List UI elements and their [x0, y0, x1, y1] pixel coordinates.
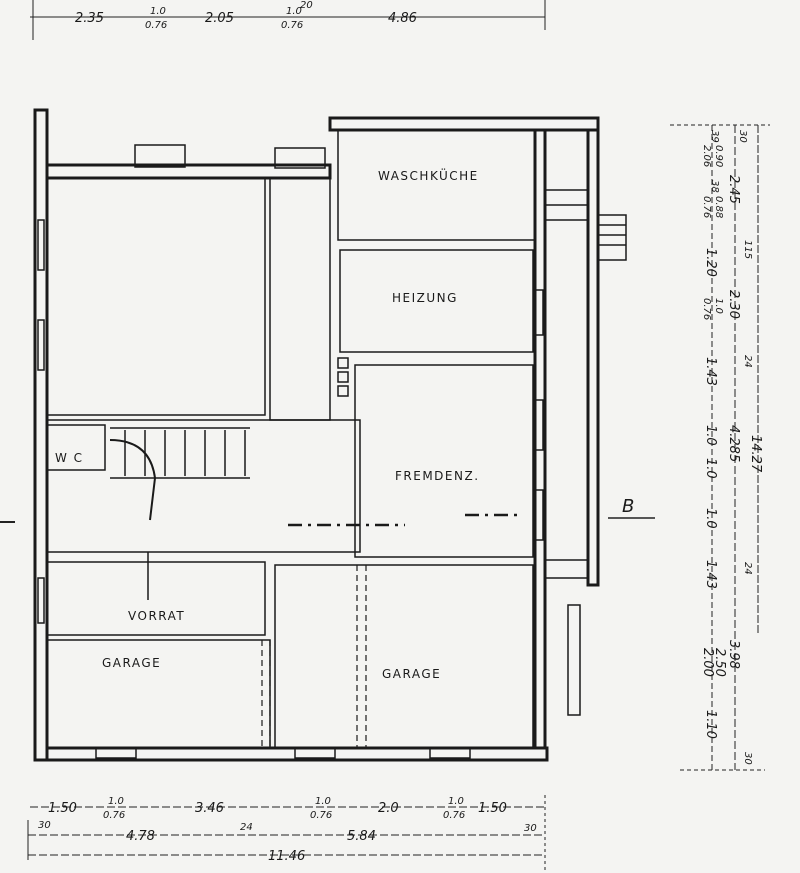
dimension-label: 0.88: [713, 196, 724, 218]
dimension-label: 38: [709, 180, 720, 193]
dimension-label: 2.00: [700, 648, 715, 677]
dimension-label: 30: [524, 823, 537, 834]
dimension-label: 14.27: [748, 435, 763, 473]
dimension-label: 0.90: [713, 145, 724, 167]
room-label-waschkueche: WASCHKÜCHE: [378, 167, 479, 183]
dimension-label: 0.76: [145, 20, 167, 31]
dimension-label: 24: [742, 562, 753, 575]
dimension-label: 1.0: [448, 796, 464, 807]
room-label-garage-left: GARAGE: [102, 656, 161, 670]
bottom-dimensions: 1.50 1.0 0.76 3.46 1.0 0.76 2.0 1.0 0.76…: [38, 796, 537, 864]
dimension-label: 115: [742, 240, 753, 259]
room-label-vorrat: VORRAT: [128, 609, 185, 623]
dimension-label: 1.50: [48, 801, 77, 816]
section-marker: B: [622, 496, 634, 517]
dimension-label: 11.46: [268, 849, 305, 864]
dimension-label: 24: [742, 355, 753, 368]
garage-door-lines: [147, 513, 520, 748]
dimension-label: 0.76: [443, 810, 465, 821]
dimension-label: 1.43: [703, 357, 718, 386]
dimension-label: 4.86: [388, 11, 417, 26]
dimension-label: 0.76: [103, 810, 125, 821]
right-dimensions: 39 0.90 2.06 38 0.88 0.76 1.20 1.0 0.76 …: [700, 130, 763, 765]
dimension-label: 2.30: [726, 290, 741, 319]
dimension-label: 0.76: [701, 298, 712, 320]
room-label-garage-right: GARAGE: [382, 667, 441, 681]
dimension-label: 2.45: [726, 175, 741, 204]
dimension-label: 2.06: [701, 145, 712, 167]
dimension-label: 1.10: [703, 710, 718, 739]
dimension-label: 30: [737, 130, 748, 143]
top-dimensions: 2.35 1.0 0.76 2.05 1.0 0.76 20 4.86: [75, 0, 417, 31]
room-label-heizung: HEIZUNG: [392, 291, 458, 305]
dimension-label: 39: [709, 130, 720, 143]
dimension-label: 24: [240, 822, 253, 833]
dimension-label: 2.05: [205, 11, 234, 26]
dimension-label: 2.0: [378, 801, 399, 816]
dimension-label: 1.0: [315, 796, 331, 807]
dimension-label: 4.285: [726, 425, 741, 462]
dimension-label: 20: [300, 0, 313, 11]
dimension-label: 2.35: [75, 11, 104, 26]
dimension-label: 5.84: [347, 829, 376, 844]
dimension-lines: [0, 0, 770, 870]
dimension-label: 4.78: [126, 829, 155, 844]
dimension-label: 2.50: [712, 648, 727, 677]
room-label-fremdenz: FREMDENZ.: [395, 469, 480, 483]
dimension-label: 30: [742, 752, 753, 765]
dimension-label: 1.0: [108, 796, 124, 807]
dimension-label: 1.20: [703, 248, 718, 277]
dimension-label: 0.76: [281, 20, 303, 31]
dimension-label: 1.0: [286, 6, 302, 17]
walls: [33, 108, 600, 762]
dimension-label: 3.46: [195, 801, 224, 816]
dimension-label: 3.98: [726, 640, 741, 669]
dimension-label: 1.0: [703, 425, 718, 446]
dimension-label: 1.0: [703, 508, 718, 529]
dimension-label: 1.0: [713, 298, 724, 314]
dimension-label: 1.50: [478, 801, 507, 816]
dimension-label: 1.0: [150, 6, 166, 17]
dimension-label: 0.76: [310, 810, 332, 821]
dimension-label: 1.43: [703, 560, 718, 589]
dimension-label: 30: [38, 820, 51, 831]
staircase: [109, 427, 250, 521]
dimension-label: 0.76: [701, 196, 712, 218]
room-label-wc: W C: [55, 451, 84, 465]
exterior-stair: [545, 189, 627, 261]
dimension-label: 1.0: [703, 458, 718, 479]
